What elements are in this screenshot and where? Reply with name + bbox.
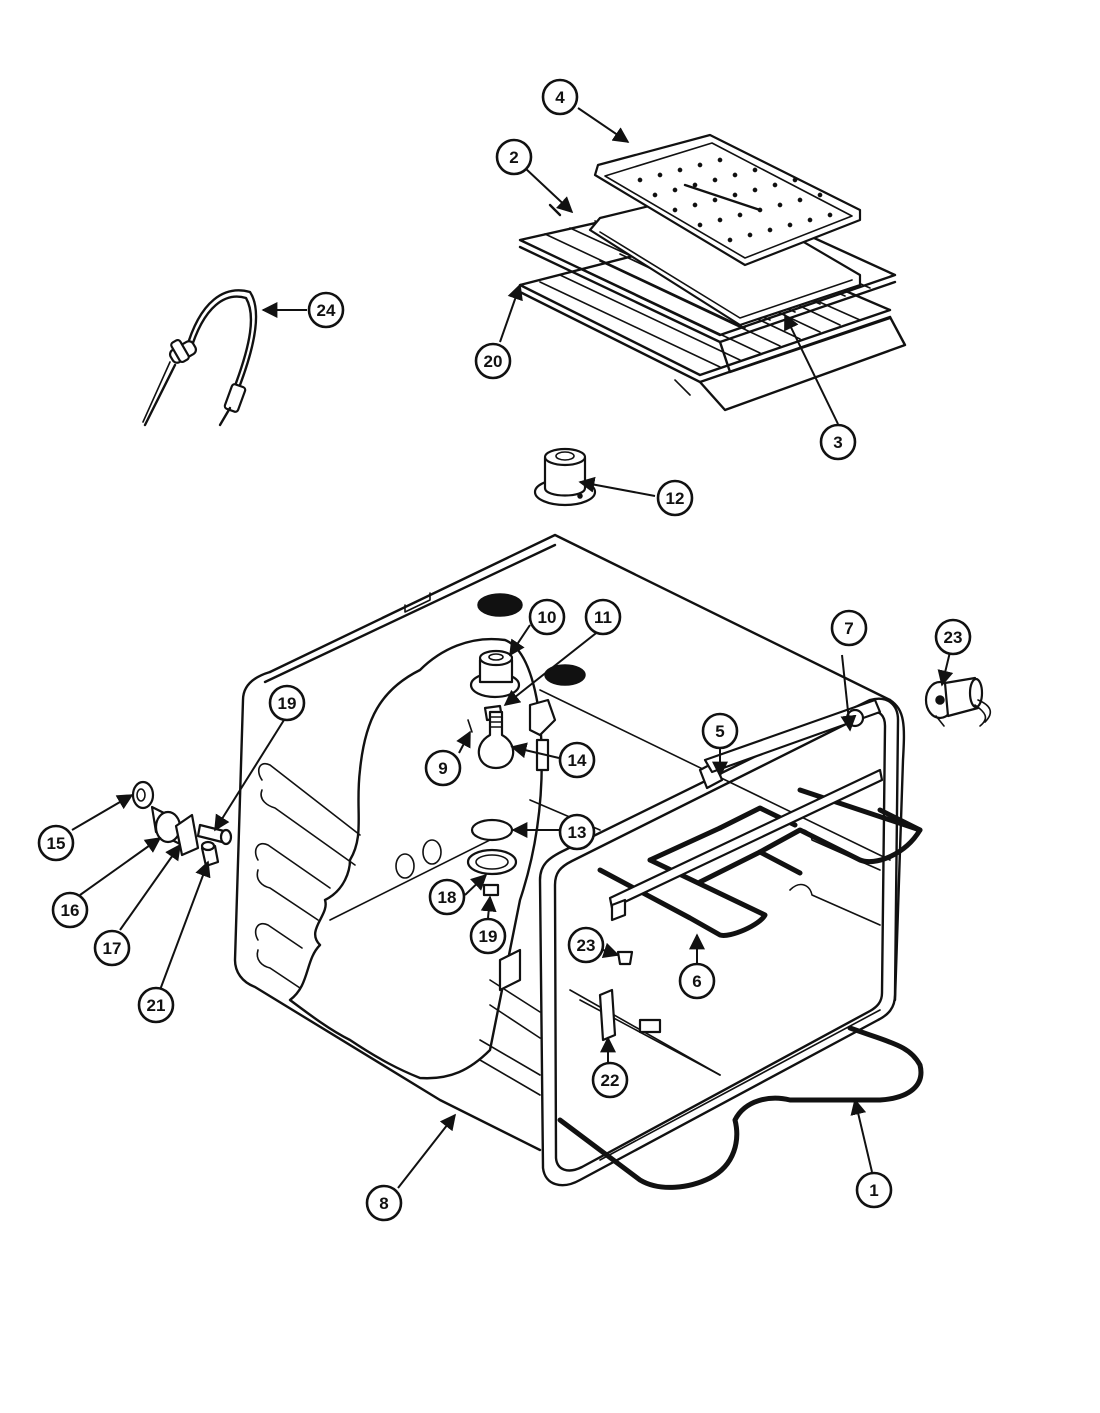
meat-probe-part: [142, 289, 258, 427]
callout-11-number: 11: [594, 608, 612, 627]
callout-1: 1: [855, 1171, 893, 1209]
callout-20: 22: [591, 1061, 629, 1099]
callout-12: 12: [656, 479, 694, 517]
oven-cavity-part: [233, 533, 906, 1187]
callout-22: 21: [137, 986, 175, 1024]
callout-18: 18: [428, 878, 466, 916]
callout-4: 4: [541, 78, 579, 116]
callout-6-number: 6: [692, 972, 701, 991]
light-bracket-part: [528, 698, 557, 772]
broil-pan-part: [588, 188, 862, 327]
callout-15-number: 15: [47, 834, 66, 853]
callout-10: 10: [528, 598, 566, 636]
callout-13-number: 13: [568, 823, 587, 842]
callout-1-number: 1: [869, 1181, 878, 1200]
callout-19-left-number: 19: [278, 694, 297, 713]
callout-20-number: 22: [601, 1071, 620, 1090]
callout-24: 24: [307, 291, 345, 329]
broil-pan-insert-part: [593, 133, 862, 267]
callout-16-number: 16: [61, 901, 80, 920]
callout-6: 6: [678, 962, 716, 1000]
callout-9: 9: [424, 749, 462, 787]
light-lens-part: [466, 818, 518, 897]
bake-element-part: [557, 1025, 924, 1190]
callout-3: 3: [819, 423, 857, 461]
hinge-hardware-part: [131, 780, 233, 868]
callout-8: 8: [365, 1184, 403, 1222]
callout-10-number: 10: [538, 608, 557, 627]
callout-3-number: 3: [833, 433, 842, 452]
callout-22-number: 21: [147, 996, 166, 1015]
callout-13: 13: [558, 813, 596, 851]
callout-8-number: 8: [379, 1194, 388, 1213]
callout-23-center: 23: [567, 926, 605, 964]
callout-5: 5: [701, 712, 739, 750]
element-screw-part: [616, 950, 634, 966]
callout-2: 2: [495, 138, 533, 176]
thermostat-probe-part: [569, 988, 721, 1076]
callout-14: 14: [558, 741, 596, 779]
callout-15: 15: [37, 824, 75, 862]
callout-2-number: 2: [509, 148, 518, 167]
callout-17: 17: [93, 929, 131, 967]
leader-lines: [71, 107, 954, 1189]
callout-16: 16: [51, 891, 89, 929]
terminal-block-part: [924, 676, 992, 727]
callout-14-number: 14: [568, 751, 587, 770]
element-support-bracket-part: [608, 698, 884, 922]
callout-23-center-number: 23: [577, 936, 596, 955]
callout-18-number: 18: [438, 888, 457, 907]
callout-23-top: 23: [934, 618, 972, 656]
callout-23-top-number: 23: [944, 628, 963, 647]
callout-4-number: 4: [555, 88, 565, 107]
light-bulb-part: [477, 710, 515, 770]
broil-element-part: [597, 787, 923, 938]
callout-24-number: 24: [317, 301, 336, 320]
callout-12-number: 12: [666, 489, 685, 508]
callout-5-number: 5: [715, 722, 724, 741]
callout-19-left: 19: [268, 684, 306, 722]
callout-11: 11: [584, 598, 622, 636]
callout-19-center: 19: [469, 917, 507, 955]
callout-9-number: 9: [438, 759, 447, 778]
light-socket-part: [533, 447, 597, 507]
callout-7: 7: [830, 609, 868, 647]
callout-21-number: 20: [484, 352, 503, 371]
callout-7-number: 7: [844, 619, 853, 638]
callout-17-number: 17: [103, 939, 122, 958]
callout-21: 20: [474, 342, 512, 380]
callout-19-center-number: 19: [479, 927, 498, 946]
